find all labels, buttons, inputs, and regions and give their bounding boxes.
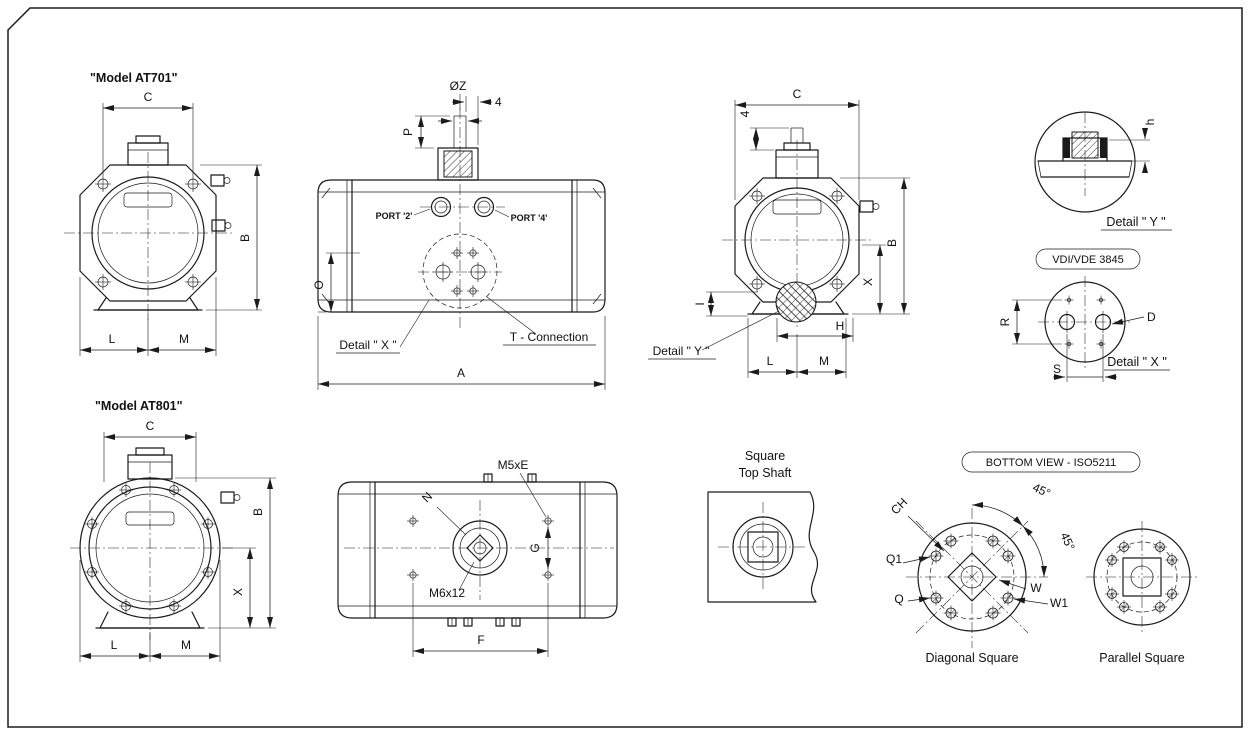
dim-label-b: B — [238, 234, 252, 242]
vdi-badge — [1035, 248, 1141, 270]
dim-label-s: S — [1053, 362, 1061, 376]
figure-parallel-square: Parallel Square — [1086, 521, 1198, 665]
dim-label-4: 4 — [738, 110, 752, 117]
dim-label-b: B — [251, 508, 265, 516]
shaft-section — [1071, 131, 1099, 159]
dim-label-w: W — [1030, 581, 1042, 595]
caption-detail-x: Detail " X " — [1107, 355, 1167, 369]
top-air-block — [437, 147, 479, 181]
angle-label-45-1: 45° — [1030, 480, 1052, 500]
dim-label-l: L — [767, 354, 774, 368]
view-at801-top: M5xE N G M6x12 F — [337, 458, 618, 657]
right-end-cap — [579, 481, 618, 619]
callout-detail-y: Detail " Y " — [653, 344, 710, 358]
actuator-body — [374, 481, 581, 619]
nameplate — [772, 199, 822, 215]
dim-label-c: C — [144, 90, 153, 104]
right-end-cap — [571, 179, 606, 313]
label-m5xe: M5xE — [498, 458, 529, 472]
seal-right — [1100, 138, 1107, 158]
dim-label-i: I — [693, 302, 707, 305]
dim-label-h: H — [836, 319, 845, 333]
dim-label-b: B — [885, 239, 899, 247]
nameplate — [125, 511, 175, 526]
view-at701-rear: C 4 B X I H Detail " Y " L M — [648, 87, 910, 378]
dim-label-w1: W1 — [1050, 596, 1068, 610]
dim-label-l: L — [109, 332, 116, 346]
body-flange — [79, 164, 217, 302]
angle-label-45-2: 45° — [1058, 530, 1078, 552]
dim-label-m: M — [181, 638, 191, 652]
nameplate — [123, 192, 173, 208]
left-end-cap — [317, 179, 353, 313]
shaft-square — [466, 534, 494, 562]
vdi-badge-label: VDI/VDE 3845 — [1052, 254, 1124, 266]
dim-label-h-small: h — [1143, 119, 1157, 126]
dim-label-m: M — [819, 354, 829, 368]
view-at801-end: "Model AT801" C B X L M — [70, 399, 276, 662]
model-at801-title: "Model AT801" — [95, 399, 183, 413]
dim-label-f: F — [477, 633, 484, 647]
parallel-square-shaft — [1122, 557, 1162, 597]
port-2-label: PORT '2' — [376, 211, 413, 221]
left-end-cap — [337, 481, 376, 619]
square-shaft-end — [747, 531, 779, 563]
view-square-top-shaft: Square Top Shaft — [707, 449, 819, 603]
dim-label-x: X — [231, 588, 245, 596]
dim-label-l: L — [111, 638, 118, 652]
iso-badge — [961, 451, 1141, 473]
model-at701-title: "Model AT701" — [90, 71, 178, 85]
dim-label-q1: Q1 — [886, 552, 902, 566]
seal-left — [1063, 138, 1070, 158]
detail-x-boundary — [422, 233, 498, 309]
caption-detail-y: Detail " Y " — [1106, 215, 1165, 229]
dim-label-d: D — [1147, 310, 1156, 324]
dim-label-m: M — [179, 332, 189, 346]
caption-parallel-square: Parallel Square — [1099, 651, 1185, 665]
port-4-label: PORT '4' — [511, 213, 548, 223]
caption-top-shaft: Top Shaft — [739, 466, 792, 480]
dim-label-r: R — [998, 317, 1012, 326]
dim-label-c: C — [793, 87, 802, 101]
dim-label-p: P — [401, 128, 415, 136]
dim-label-4: 4 — [495, 95, 502, 109]
callout-detail-x: Detail " X " — [339, 338, 396, 352]
shaft-section-hatched — [775, 281, 817, 323]
dim-label-dia-z: ØZ — [450, 79, 467, 93]
shaft-boss — [452, 520, 508, 576]
view-detail-y: h Detail " Y " — [1034, 111, 1172, 231]
label-m6x12: M6x12 — [429, 586, 465, 600]
view-at701-end: "Model AT701" C B L M — [64, 71, 262, 356]
dim-label-a: A — [457, 366, 465, 380]
iso-badge-label: BOTTOM VIEW - ISO5211 — [986, 457, 1116, 469]
view-vdi-vde: VDI/VDE 3845 R D S Detail " X " — [998, 248, 1170, 382]
sheet-border — [7, 7, 1243, 728]
caption-diagonal-square: Diagonal Square — [925, 651, 1018, 665]
diagonal-square-shaft — [947, 552, 997, 602]
dim-label-c: C — [146, 419, 155, 433]
figure-diagonal-square: CH 45° 45° Q1 Q W W1 Diagonal Square — [886, 480, 1078, 665]
dim-label-x: X — [861, 278, 875, 286]
view-at701-side: ØZ 4 P PORT '2' PORT '4' O Detail " X " … — [312, 79, 606, 390]
body-flange — [79, 477, 221, 619]
callout-t-connection: T - Connection — [510, 330, 589, 344]
dim-label-q: Q — [894, 592, 903, 606]
broken-out-plate — [707, 491, 819, 603]
dim-label-o: O — [312, 280, 326, 289]
body-flange — [734, 177, 860, 303]
view-iso5211: BOTTOM VIEW - ISO5211 CH 45° 45° Q1 Q W — [886, 451, 1198, 665]
caption-square: Square — [745, 449, 785, 463]
dim-label-g: G — [528, 543, 542, 552]
